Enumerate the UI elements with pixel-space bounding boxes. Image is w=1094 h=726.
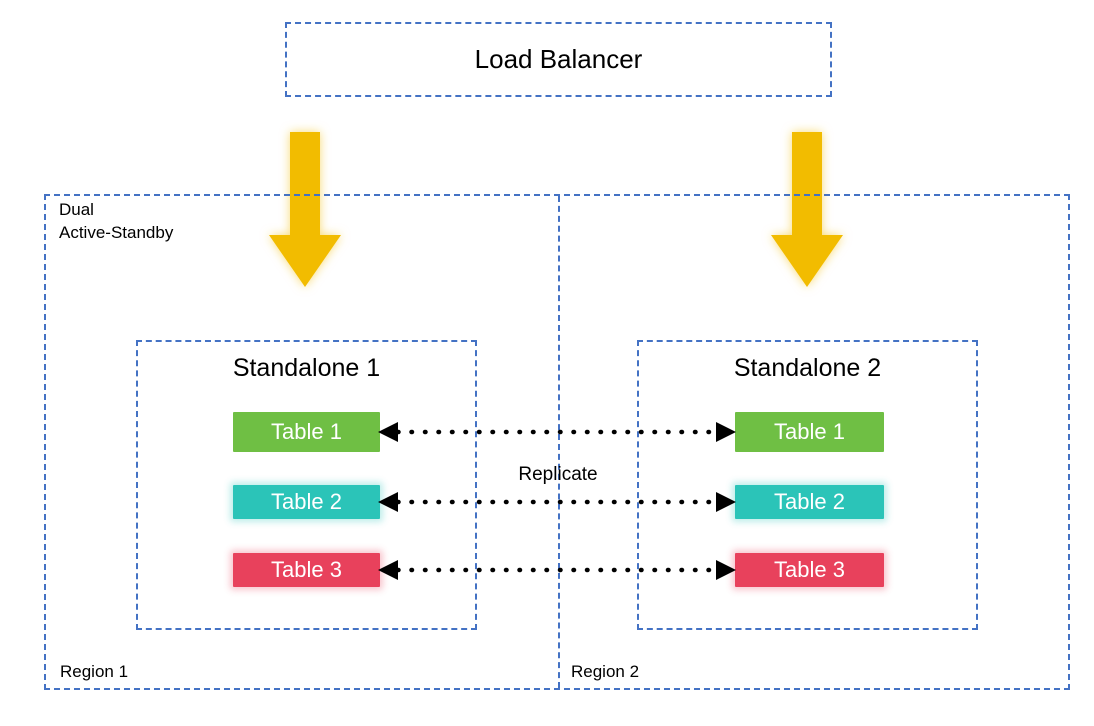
standalone-2-table-2: Table 2 [735,485,884,519]
traffic-arrow-down-right-icon [771,132,843,287]
load-balancer-box: Load Balancer [285,22,832,97]
standalone-1-title: Standalone 1 [232,354,381,382]
standalone-1-table-1: Table 1 [233,412,380,452]
region-2-label: Region 2 [571,662,640,681]
standalone-1-table-3: Table 3 [233,553,380,587]
standalone-2-title: Standalone 2 [733,354,882,382]
replication-arrow-table-3 [378,560,736,580]
standalone-2-box: Standalone 2 [637,340,978,630]
replication-arrow-table-1 [378,422,736,442]
dual-mode-label: Dual Active-Standby [59,200,174,242]
standalone-2-table-3: Table 3 [735,553,884,587]
traffic-arrow-down-left-icon [269,132,341,287]
region-divider [558,196,560,688]
standalone-1-table-2: Table 2 [233,485,380,519]
region-1-label: Region 1 [60,662,129,681]
dual-active-standby-container [44,194,1070,690]
standalone-1-box: Standalone 1 [136,340,477,630]
load-balancer-label: Load Balancer [474,44,643,74]
replication-arrow-table-2 [378,492,736,512]
standalone-2-table-1: Table 1 [735,412,884,452]
